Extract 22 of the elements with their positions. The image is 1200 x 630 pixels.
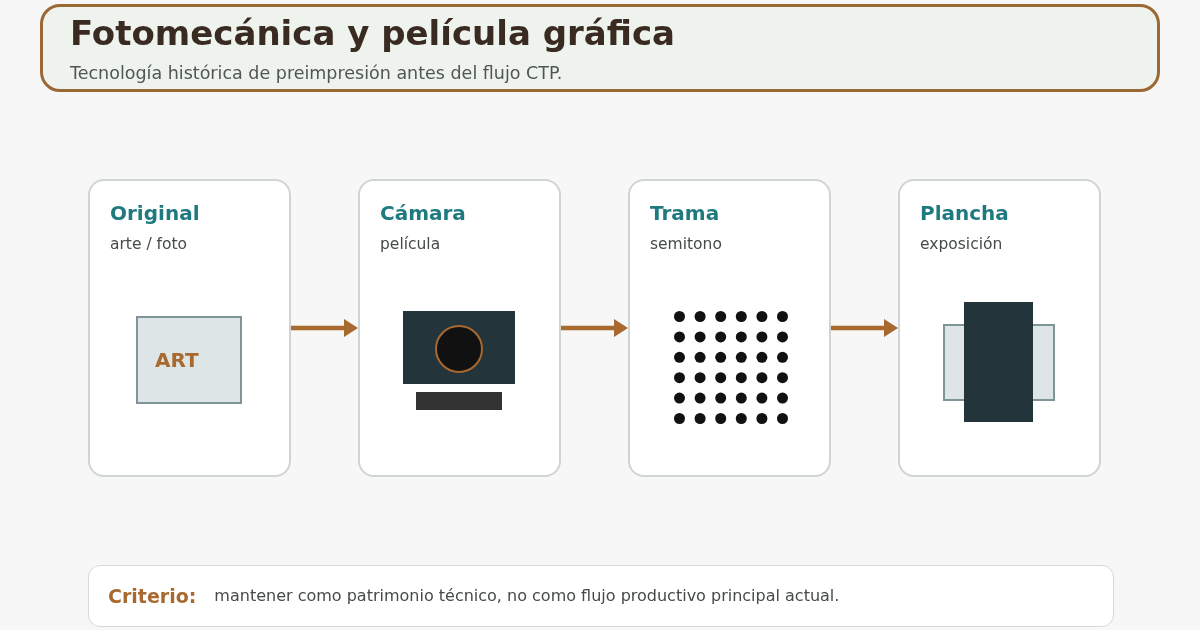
- arrow: [831, 319, 898, 337]
- step-subtitle: exposición: [920, 234, 1004, 254]
- title: Fotomecánica y película gráfica: [70, 13, 676, 53]
- step-title: Plancha: [920, 200, 1010, 226]
- step-subtitle: película: [380, 234, 442, 254]
- process-card: [898, 179, 1101, 477]
- note-panel: [88, 565, 1114, 627]
- note-text: mantener como patrimonio técnico, no como flujo productivo principal actual.: [214, 585, 840, 607]
- step-subtitle: arte / foto: [110, 234, 189, 254]
- arrow: [561, 319, 628, 337]
- process-card: [358, 179, 561, 477]
- artwork-label: ART: [155, 348, 199, 372]
- arrow: [291, 319, 358, 337]
- process-card: [628, 179, 831, 477]
- process-card: [88, 179, 291, 477]
- note-label: Criterio:: [108, 584, 197, 608]
- step-title: Trama: [650, 200, 721, 226]
- step-subtitle: semitono: [650, 234, 723, 254]
- subtitle: Tecnología histórica de preimpresión antes del flujo CTP.: [70, 62, 563, 84]
- artwork-frame: [136, 316, 242, 404]
- step-title: Original: [110, 200, 201, 226]
- step-title: Cámara: [380, 200, 467, 226]
